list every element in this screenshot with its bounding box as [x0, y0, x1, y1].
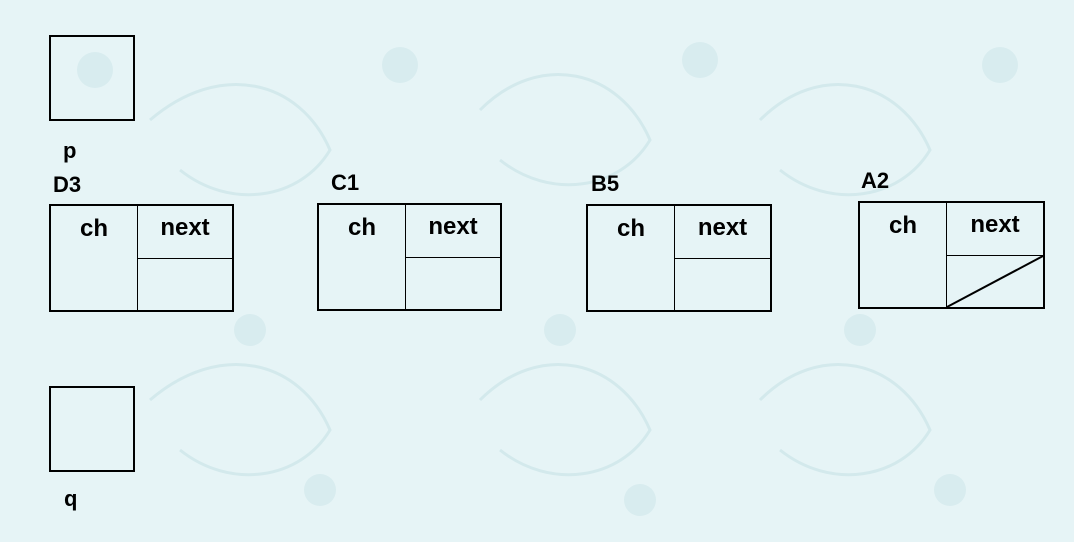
null-pointer-slash [947, 256, 1043, 307]
node-a2: ch next [858, 201, 1045, 309]
node-d3-next-pointer-slot [138, 259, 232, 310]
next-field-label: next [697, 214, 748, 241]
node-c1-next-field: next [406, 205, 500, 309]
next-field-label: next [160, 214, 210, 241]
pointer-q-label: q [64, 486, 78, 511]
node-a2-label: A2 [861, 168, 890, 193]
node-c1: ch next [317, 203, 502, 311]
node-b5-label: B5 [591, 171, 620, 196]
node-b5-next-pointer-slot [675, 259, 770, 310]
node-a2-ch-field: ch [860, 203, 947, 307]
node-b5: ch next [586, 204, 772, 312]
node-b5-next-field: next [675, 206, 770, 310]
ch-field-label: ch [347, 214, 376, 241]
node-c1-label: C1 [331, 170, 360, 195]
node-a2-next-field: next [947, 203, 1043, 307]
pointer-q-box [49, 386, 135, 472]
node-b5-ch-field: ch [588, 206, 675, 310]
pointer-p-label: p [63, 138, 77, 163]
node-a2-next-pointer-slot [947, 256, 1043, 307]
ch-field-label: ch [888, 212, 917, 239]
ch-field-label: ch [79, 215, 108, 242]
pointer-p-box [49, 35, 135, 121]
next-field-label: next [428, 213, 478, 240]
next-field-label: next [970, 211, 1020, 238]
node-d3: ch next [49, 204, 234, 312]
node-c1-ch-field: ch [319, 205, 406, 309]
node-c1-next-pointer-slot [406, 258, 500, 309]
ch-field-label: ch [616, 215, 645, 242]
node-d3-label: D3 [53, 172, 82, 197]
node-d3-ch-field: ch [51, 206, 138, 310]
node-d3-next-field: next [138, 206, 232, 310]
